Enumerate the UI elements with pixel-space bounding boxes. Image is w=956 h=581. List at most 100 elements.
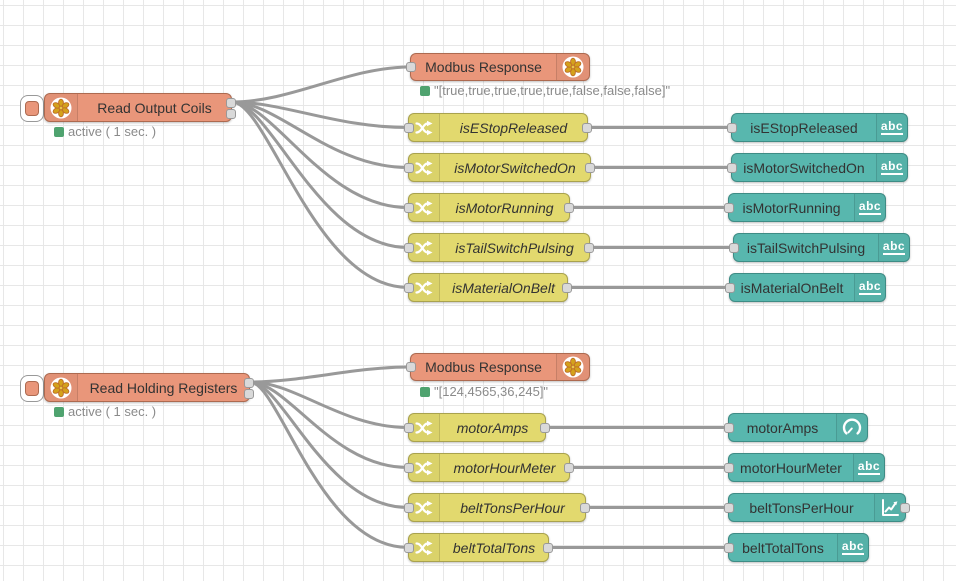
node-ui-text-is-tail-switch-pulsing[interactable]: isTailSwitchPulsing abc	[729, 233, 910, 262]
input-port[interactable]	[404, 462, 414, 473]
output-port[interactable]	[584, 242, 594, 253]
input-port[interactable]	[404, 502, 414, 513]
node-status: active ( 1 sec. )	[54, 124, 156, 139]
node-label: isEStopReleased	[750, 119, 858, 136]
node-switch-belt-total-tons[interactable]: beltTotalTons	[404, 533, 553, 562]
input-port[interactable]	[724, 462, 734, 473]
output-port-2[interactable]	[226, 108, 236, 119]
input-port[interactable]	[725, 282, 735, 293]
node-read-output-coils[interactable]: Read Output Coils	[20, 93, 236, 122]
wire[interactable]	[230, 100, 410, 209]
input-port[interactable]	[724, 422, 734, 433]
node-label: isMotorSwitchedOn	[454, 159, 576, 176]
node-switch-is-tail-switch-pulsing[interactable]: isTailSwitchPulsing	[404, 233, 594, 262]
node-ui-gauge-motor-amps[interactable]: motorAmps	[724, 413, 868, 442]
input-port[interactable]	[404, 242, 414, 253]
output-port[interactable]	[900, 502, 910, 513]
input-port[interactable]	[406, 62, 416, 72]
text-icon-area: abc	[876, 114, 907, 141]
node-label: isMaterialOnBelt	[452, 279, 555, 296]
wire[interactable]	[230, 100, 410, 249]
node-label: isTailSwitchPulsing	[455, 239, 574, 256]
output-port[interactable]	[585, 162, 595, 173]
output-port[interactable]	[564, 462, 574, 473]
node-switch-belt-tons-per-hour[interactable]: beltTonsPerHour	[404, 493, 590, 522]
text-icon: abc	[841, 539, 865, 555]
chart-icon	[882, 498, 899, 516]
node-label: motorAmps	[746, 419, 819, 436]
status-text: "[124,4565,36,245]"	[434, 384, 549, 399]
wire[interactable]	[230, 100, 410, 289]
node-switch-is-motor-running[interactable]: isMotorRunning	[404, 193, 574, 222]
node-ui-text-is-material-on-belt[interactable]: isMaterialOnBelt abc	[725, 273, 886, 302]
node-switch-is-material-on-belt[interactable]: isMaterialOnBelt	[404, 273, 572, 302]
modbus-icon-area	[45, 94, 78, 121]
wire[interactable]	[248, 380, 410, 509]
output-port-1[interactable]	[244, 377, 254, 388]
output-port[interactable]	[582, 122, 592, 133]
node-label: motorAmps	[456, 419, 529, 436]
input-port[interactable]	[724, 202, 734, 213]
output-port-2[interactable]	[244, 388, 254, 399]
switch-icon-area	[409, 274, 440, 301]
wire[interactable]	[230, 100, 410, 169]
output-port[interactable]	[564, 202, 574, 213]
input-port[interactable]	[727, 122, 737, 133]
input-port[interactable]	[406, 362, 416, 372]
node-ui-chart-belt-tons-per-hour[interactable]: beltTonsPerHour	[724, 493, 910, 522]
node-read-holding-registers[interactable]: Read Holding Registers	[20, 373, 254, 402]
switch-icon-area	[409, 194, 440, 221]
node-switch-is-motor-switched-on[interactable]: isMotorSwitchedOn	[404, 153, 595, 182]
modbus-icon	[50, 97, 72, 119]
wire[interactable]	[248, 380, 410, 429]
output-port[interactable]	[562, 282, 572, 293]
input-port[interactable]	[404, 282, 414, 293]
node-ui-text-is-estop-released[interactable]: isEStopReleased abc	[727, 113, 908, 142]
input-port[interactable]	[404, 202, 414, 213]
node-modbus-response-registers[interactable]: Modbus Response	[406, 353, 590, 381]
wire[interactable]	[230, 65, 412, 104]
shuffle-icon	[415, 160, 433, 175]
input-port[interactable]	[727, 162, 737, 173]
input-port[interactable]	[724, 502, 734, 513]
node-switch-is-estop-released[interactable]: isEStopReleased	[404, 113, 592, 142]
wire[interactable]	[248, 380, 410, 469]
wire[interactable]	[248, 365, 412, 384]
node-label: isMotorSwitchedOn	[743, 159, 865, 176]
shuffle-icon	[415, 280, 433, 295]
input-port[interactable]	[404, 542, 414, 553]
wire[interactable]	[230, 100, 410, 129]
status-text: active ( 1 sec. )	[68, 404, 157, 419]
input-port[interactable]	[724, 542, 734, 553]
node-ui-text-motor-hour-meter[interactable]: motorHourMeter abc	[724, 453, 885, 482]
output-port-1[interactable]	[226, 97, 236, 108]
input-port[interactable]	[729, 242, 739, 253]
gauge-icon	[842, 418, 862, 435]
input-port[interactable]	[404, 122, 414, 133]
node-ui-text-is-motor-switched-on[interactable]: isMotorSwitchedOn abc	[727, 153, 908, 182]
node-ui-text-is-motor-running[interactable]: isMotorRunning abc	[724, 193, 886, 222]
node-switch-motor-amps[interactable]: motorAmps	[404, 413, 550, 442]
node-label: beltTonsPerHour	[460, 499, 565, 516]
switch-icon-area	[409, 114, 440, 141]
inject-button[interactable]	[20, 375, 44, 402]
node-modbus-response-coils[interactable]: Modbus Response	[406, 53, 590, 81]
status-dot	[54, 126, 64, 137]
output-port[interactable]	[580, 502, 590, 513]
status-text: active ( 1 sec. )	[68, 124, 157, 139]
text-icon: abc	[882, 239, 906, 255]
input-port[interactable]	[404, 162, 414, 173]
node-label: beltTotalTons	[742, 539, 824, 556]
output-port[interactable]	[540, 422, 550, 433]
node-label: Read Holding Registers	[89, 379, 238, 396]
input-port[interactable]	[404, 422, 414, 433]
gauge-icon-area	[836, 414, 867, 441]
text-icon: abc	[880, 119, 904, 135]
inject-button[interactable]	[20, 95, 44, 122]
wire[interactable]	[248, 380, 410, 549]
text-icon: abc	[858, 199, 882, 215]
node-switch-motor-hour-meter[interactable]: motorHourMeter	[404, 453, 574, 482]
output-port[interactable]	[543, 542, 553, 553]
node-ui-text-belt-total-tons[interactable]: beltTotalTons abc	[724, 533, 869, 562]
